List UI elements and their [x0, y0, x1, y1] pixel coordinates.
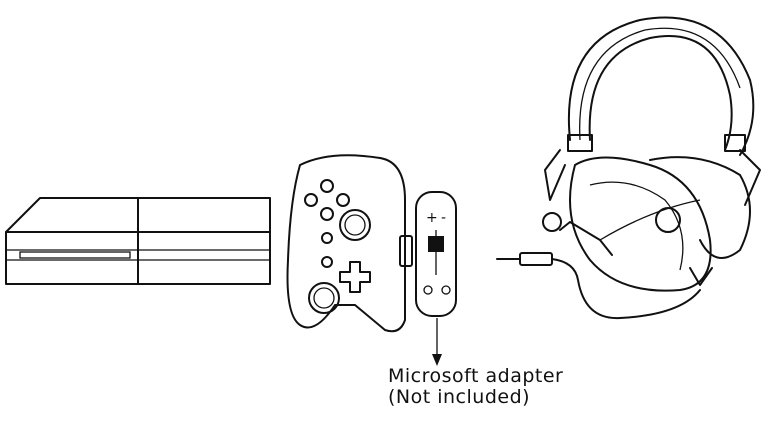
- minus-label: -: [441, 210, 446, 226]
- caption-line-2: (Not included): [388, 386, 531, 408]
- adapter-caption: Microsoft adapter(Not included): [388, 366, 563, 408]
- arrow-down-icon: [432, 318, 442, 366]
- plus-label: +: [426, 210, 438, 226]
- game-console: [5, 197, 271, 285]
- headset-adapter: + -: [415, 191, 457, 317]
- mute-button-icon: [428, 236, 444, 252]
- game-controller: [286, 154, 413, 333]
- game-volume-icon: [441, 285, 451, 295]
- gaming-headset: [542, 16, 761, 292]
- chat-icon: [423, 285, 433, 295]
- audio-cable: [496, 252, 701, 320]
- caption-line-1: Microsoft adapter: [388, 365, 564, 387]
